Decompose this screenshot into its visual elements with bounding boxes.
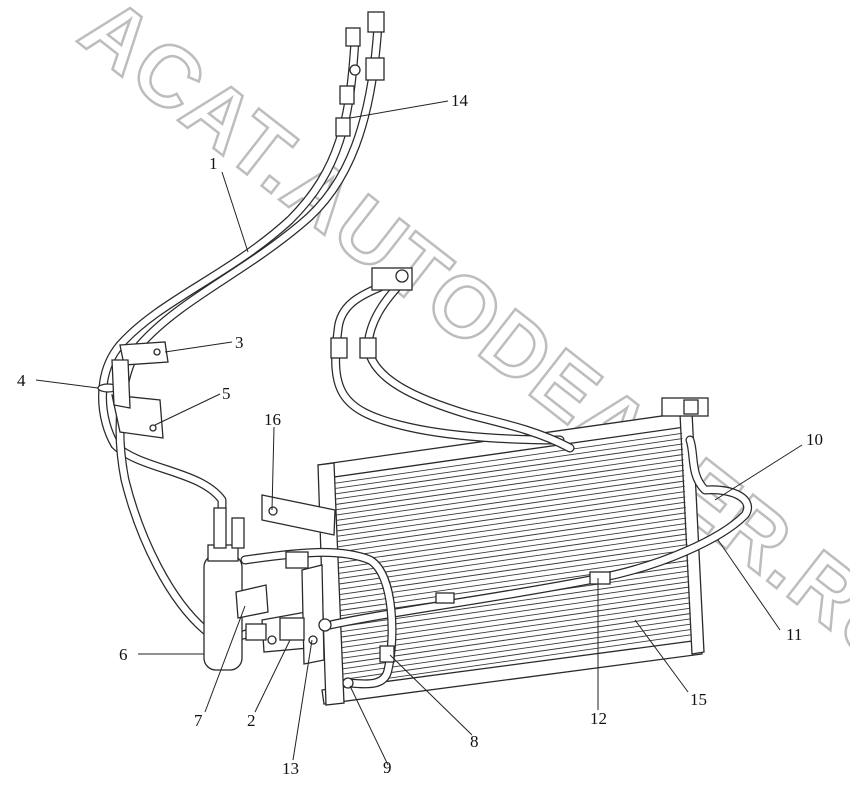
condenser-fin xyxy=(339,549,688,601)
condenser-fin xyxy=(339,538,688,590)
callout-6: 6 xyxy=(119,645,128,664)
condenser-fin xyxy=(341,591,690,643)
callout-8: 8 xyxy=(470,732,479,751)
callout-10: 10 xyxy=(806,430,823,449)
condenser-fin xyxy=(338,522,687,574)
callout-1: 1 xyxy=(209,154,218,173)
receiver-drier xyxy=(203,507,269,671)
callout-5: 5 xyxy=(222,384,231,403)
condenser-fin xyxy=(336,485,685,537)
condenser-fin xyxy=(343,634,692,686)
hose-mid-collar-a xyxy=(330,337,348,359)
callout-9: 9 xyxy=(383,758,392,777)
condenser-fin xyxy=(343,628,692,680)
leader-lines xyxy=(35,100,803,766)
callout-13: 13 xyxy=(282,759,299,778)
condenser-fin xyxy=(342,602,691,654)
hose-1-nut xyxy=(349,64,361,76)
condenser-fin xyxy=(335,459,684,511)
drier-inlet-stub xyxy=(231,517,245,549)
condenser-fin xyxy=(336,475,685,527)
bracket-16-bolt xyxy=(268,506,278,516)
tube-8-fitting xyxy=(285,551,309,569)
drier-pipe-nut xyxy=(245,623,267,641)
condenser-bottom-tank xyxy=(321,639,703,705)
bracket-strap xyxy=(111,359,131,409)
condenser-fin xyxy=(336,480,685,532)
callout-4: 4 xyxy=(17,371,26,390)
callout-12: 12 xyxy=(590,709,607,728)
hose-1-top-fitting xyxy=(345,27,361,47)
condenser-fin xyxy=(337,512,687,564)
hose-1-collar-2 xyxy=(335,117,351,137)
hose-pair-middle xyxy=(330,267,575,453)
tube-clip-12 xyxy=(589,571,611,585)
drier-pipe-fitting xyxy=(279,617,305,641)
bracket-2-bolt xyxy=(267,635,277,645)
condenser-fin xyxy=(341,586,690,638)
condenser-fin xyxy=(339,544,688,596)
condenser-fin xyxy=(334,443,683,495)
hose-14-top-fitting xyxy=(367,11,385,33)
callout-14: 14 xyxy=(451,91,469,110)
condenser-fin xyxy=(335,469,685,521)
bracket-13 xyxy=(301,564,325,665)
tube-8 xyxy=(240,547,397,689)
condenser-fin xyxy=(337,507,686,558)
callout-11: 11 xyxy=(786,625,802,644)
bracket-3-hole xyxy=(153,348,161,356)
callout-7: 7 xyxy=(194,711,203,730)
condenser-fin xyxy=(341,581,690,633)
condenser-fin xyxy=(337,496,686,548)
tube-end-fitting xyxy=(683,399,699,415)
condenser-fin xyxy=(341,597,691,649)
hose-block-nut xyxy=(395,269,409,283)
tube-lower-long xyxy=(325,397,752,630)
callout-2: 2 xyxy=(247,711,256,730)
condenser-fin xyxy=(342,618,692,670)
callout-labels: 1 2 3 4 5 6 7 8 9 10 11 12 13 14 15 16 xyxy=(17,91,823,778)
hose-1-collar xyxy=(339,85,355,105)
hose-mid-collar-b xyxy=(359,337,377,359)
callout-15: 15 xyxy=(690,690,707,709)
condenser-radiator xyxy=(317,411,705,706)
condenser-fin xyxy=(334,432,683,484)
drier-canister xyxy=(203,554,243,671)
brackets-left xyxy=(97,341,169,439)
condenser-fin xyxy=(337,501,686,553)
condenser-fin xyxy=(339,554,689,606)
lower-tube-nut xyxy=(318,618,332,632)
bracket-3 xyxy=(119,341,169,366)
mount-brackets xyxy=(245,494,336,665)
condenser-fin xyxy=(338,517,687,569)
bracket-5-hole xyxy=(149,424,157,432)
condenser-fin xyxy=(335,454,684,505)
condenser-fin xyxy=(342,607,691,659)
tube-8-sleeve xyxy=(379,645,395,663)
condenser-fin xyxy=(338,528,687,580)
condenser-fin xyxy=(334,438,683,490)
tube-clip-a xyxy=(435,592,455,604)
condenser-fin xyxy=(336,491,686,543)
bracket-13-bolt xyxy=(308,635,318,645)
condenser-fin xyxy=(340,575,690,627)
bracket-16 xyxy=(261,494,336,536)
hose-14-collar xyxy=(365,57,385,81)
condenser-fin xyxy=(338,533,688,585)
condenser-fin xyxy=(342,613,691,664)
drier-outlet-stub xyxy=(213,507,227,549)
bolt-9 xyxy=(342,677,354,689)
callout-3: 3 xyxy=(235,333,244,352)
condenser-fin xyxy=(335,464,684,516)
condenser-fin xyxy=(334,448,684,500)
callout-16: 16 xyxy=(264,410,281,429)
